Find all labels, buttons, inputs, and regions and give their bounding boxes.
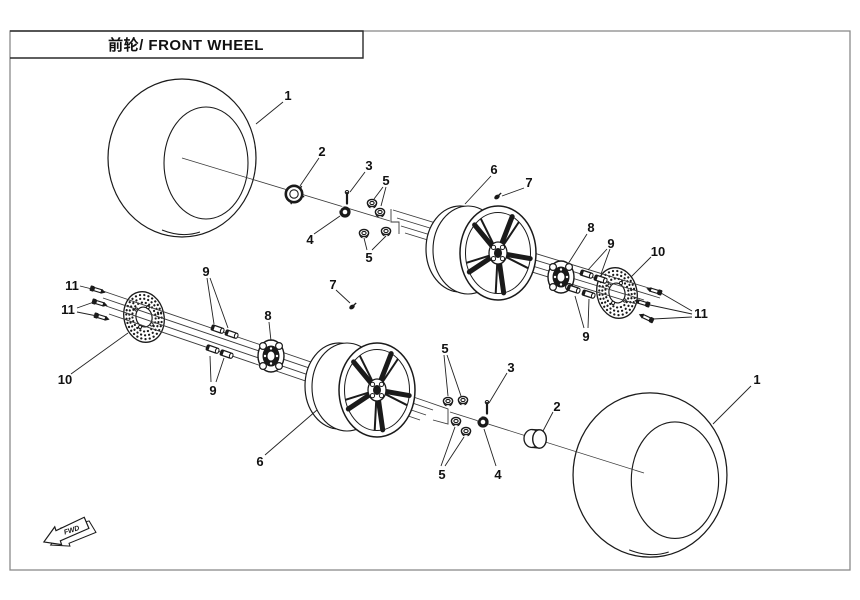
lug-nut: [457, 395, 469, 406]
callout-number: 8: [587, 220, 594, 235]
lug-nut: [358, 228, 370, 239]
callout-number: 5: [382, 173, 389, 188]
title-box: 前轮/ FRONT WHEEL: [10, 30, 364, 59]
callout-hub-top: 8: [567, 220, 595, 265]
callout-hub-bottom: 8: [264, 308, 272, 342]
callout-number: 1: [753, 372, 760, 387]
callout-bolts-lower-bottom: 11: [61, 301, 98, 317]
callouts-bottom: 11 11 10 9 9 8 6 7: [58, 264, 761, 482]
callout-studs-lower-bottom: 9: [209, 355, 225, 398]
callout-number: 9: [582, 329, 589, 344]
callout-nuts-lower-bottom: 5: [438, 426, 465, 482]
callout-bolts-top: 11: [649, 292, 708, 321]
callout-rim-bottom: 6: [256, 409, 318, 469]
callout-cap-bottom: 2: [542, 399, 561, 432]
callout-number: 9: [607, 236, 614, 251]
lug-nut: [460, 426, 472, 437]
callout-number: 4: [494, 467, 502, 482]
lug-nut: [450, 416, 462, 427]
callout-number: 11: [65, 278, 79, 293]
callout-number: 3: [365, 158, 372, 173]
callout-number: 6: [490, 162, 497, 177]
fwd-arrow-face: [42, 516, 90, 546]
callout-tire-bottom: 1: [712, 372, 761, 425]
callout-number: 9: [209, 383, 216, 398]
fwd-label: FWD: [63, 525, 80, 537]
lug-nut: [442, 396, 454, 407]
callout-number: 11: [694, 306, 708, 321]
front-wheel-assembly-bottom: [88, 284, 728, 558]
callout-number: 6: [256, 454, 263, 469]
callout-number: 2: [318, 144, 325, 159]
callout-pin-top: 3: [349, 158, 373, 193]
lug-nut: [374, 207, 386, 218]
callout-nuts-upper-top: 5: [373, 173, 390, 207]
callout-cap-top: 2: [299, 144, 326, 187]
callout-number: 5: [441, 341, 448, 356]
callout-pin-bottom: 3: [488, 360, 515, 404]
callout-number: 11: [61, 302, 75, 317]
wheel-rim-bottom: [305, 343, 415, 437]
callout-number: 7: [329, 277, 336, 292]
callout-rim-top: 6: [464, 162, 498, 205]
wheel-hub-bottom: [257, 339, 285, 373]
hub-cap-bottom: [523, 428, 547, 449]
callout-number: 9: [202, 264, 209, 279]
callout-number: 2: [553, 399, 560, 414]
callout-studs-upper-bottom: 9: [202, 264, 229, 329]
callout-number: 1: [284, 88, 291, 103]
callout-nuts-upper-bottom: 5: [441, 341, 462, 397]
callout-number: 7: [525, 175, 532, 190]
fwd-arrow: FWD: [42, 516, 97, 547]
wheel-rim-top: [426, 206, 536, 300]
lug-nut: [366, 198, 378, 209]
castle-nut-top: [338, 205, 352, 219]
page-title: 前轮/ FRONT WHEEL: [108, 36, 264, 54]
tire-bottom: [572, 392, 728, 558]
callout-number: 4: [306, 232, 314, 247]
callout-washer-top: 4: [306, 215, 341, 247]
callout-studs-upper-top: 9: [587, 236, 615, 275]
castle-nut-bottom: [476, 415, 490, 429]
callout-disc-top: 10: [630, 244, 665, 278]
callout-bolts-upper-bottom: 11: [65, 278, 93, 293]
callouts-top: 1 2 3 4 5 5 6 7: [255, 88, 708, 344]
callout-number: 5: [365, 250, 372, 265]
callout-tire-top: 1: [255, 88, 292, 125]
callout-washer-bottom: 4: [483, 428, 502, 482]
callout-number: 8: [264, 308, 271, 323]
front-wheel-assembly-top: [107, 78, 664, 325]
callout-number: 10: [58, 372, 72, 387]
callout-studs-lower-top: 9: [574, 295, 590, 344]
callout-number: 3: [507, 360, 514, 375]
callout-valve-top: 7: [501, 175, 533, 197]
callout-nuts-lower-top: 5: [363, 235, 387, 265]
callout-disc-bottom: 10: [58, 332, 129, 387]
callout-number: 10: [651, 244, 665, 259]
lug-nut: [380, 226, 392, 237]
callout-number: 5: [438, 467, 445, 482]
callout-valve-bottom: 7: [329, 277, 351, 304]
